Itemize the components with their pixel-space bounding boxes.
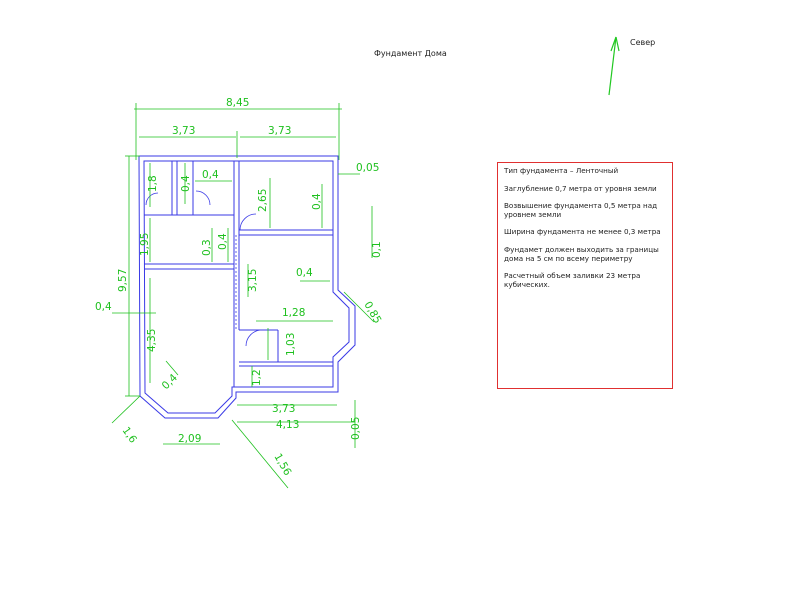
dim-total-height: 9,57 [117,269,129,292]
dim-0-4-e: 0,4 [296,267,313,279]
door-swings [145,190,263,347]
dim-0-4-d: 0,4 [217,233,229,250]
dim-total-width: 8,45 [226,97,249,109]
dim-0-4-left: 0,4 [95,301,112,313]
dim-1-56: 1,56 [271,452,293,479]
dim-1-8: 1,8 [147,175,159,192]
dim-2-09: 2,09 [178,433,201,445]
note-foundation-type: Тип фундамента – Ленточный [504,166,619,175]
note-width: Ширина фундамента не менее 0,3 метра [504,227,661,237]
note-overhang: Фундамет должен выходить за границы дома… [504,244,659,263]
dim-1-28: 1,28 [282,307,305,319]
dim-0-4-c: 0,4 [311,193,323,210]
dim-bottom-4-13: 4,13 [276,419,299,431]
dim-right-wall: 0,05 [356,162,379,174]
dim-0-4-a: 0,4 [180,175,192,192]
dim-2-65: 2,65 [257,189,269,212]
dim-bottom-0-05: 0,05 [350,417,362,440]
dim-0-4-b: 0,4 [202,169,219,181]
dim-right-width: 3,73 [268,125,291,137]
dim-1-03: 1,03 [285,333,297,356]
note-elevation: Возвышение фундамента 0,5 метра над уров… [504,201,658,219]
drawing-title: Фундамент Дома [374,49,447,58]
dim-4-35: 4,35 [146,329,158,352]
dimension-lines [111,103,375,489]
dim-0-3: 0,3 [201,239,213,256]
note-volume: Расчетный объем заливки 23 метра кубичес… [504,271,641,289]
dim-3-15: 3,15 [247,269,259,292]
dim-1-2: 1,2 [251,369,263,386]
dim-0-4-f: 0,4 [160,372,181,393]
dim-left-width: 3,73 [172,125,195,137]
house-walls [138,155,356,419]
note-depth: Заглубление 0,7 метра от уровня земли [504,183,657,193]
dim-1-95: 1,95 [139,233,151,256]
north-label: Север [630,38,656,47]
dim-0-1: 0,1 [371,241,383,258]
notes-box: Тип фундамента – Ленточный Заглубление 0… [497,162,673,389]
dim-1-6: 1,6 [120,425,140,446]
dim-bottom-3-73: 3,73 [272,403,295,415]
north-arrow [608,36,620,96]
